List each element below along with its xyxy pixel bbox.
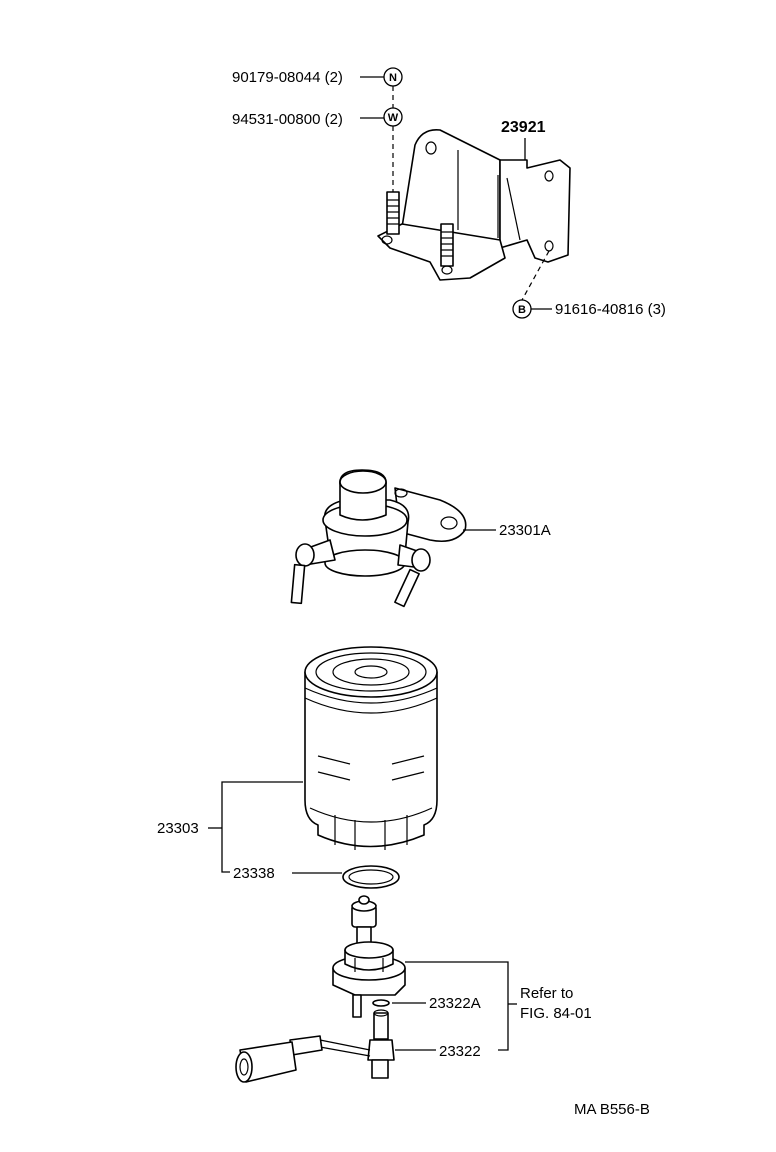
callout-bolt-b: B 91616-40816 (3) <box>512 299 666 319</box>
o-ring-drawing <box>372 999 390 1007</box>
filter-element-drawing <box>304 646 438 850</box>
callout-bolt-n: 90179-08044 (2) N <box>232 67 403 87</box>
refer-note-line2: FIG. 84-01 <box>520 1005 592 1022</box>
part-number-gasket: 23338 <box>233 865 275 882</box>
w-symbol-letter: W <box>388 112 399 124</box>
callout-washer-w: 94531-00800 (2) W <box>232 107 403 128</box>
part-number-sensor: 23322 <box>439 1043 481 1060</box>
part-number-filter-head: 23301A <box>499 522 551 539</box>
part-number-bolt-b: 91616-40816 (3) <box>555 301 666 318</box>
filter-head-drawing <box>290 469 467 608</box>
part-number-o-ring: 23322A <box>429 995 481 1012</box>
n-symbol-letter: N <box>389 72 397 84</box>
part-number-washer-w: 94531-00800 (2) <box>232 111 343 128</box>
part-number-bolt-n: 90179-08044 (2) <box>232 69 343 86</box>
sensor-drawing <box>235 1009 395 1083</box>
part-number-bracket: 23921 <box>501 119 546 136</box>
drain-plug-drawing <box>332 895 406 1018</box>
bracket-drawing <box>377 128 571 281</box>
part-number-filter: 23303 <box>157 820 199 837</box>
figure-code: MA B556-B <box>574 1101 650 1118</box>
refer-note-line1: Refer to <box>520 985 573 1002</box>
b-symbol-letter: B <box>518 304 526 316</box>
gasket-drawing <box>342 865 400 889</box>
